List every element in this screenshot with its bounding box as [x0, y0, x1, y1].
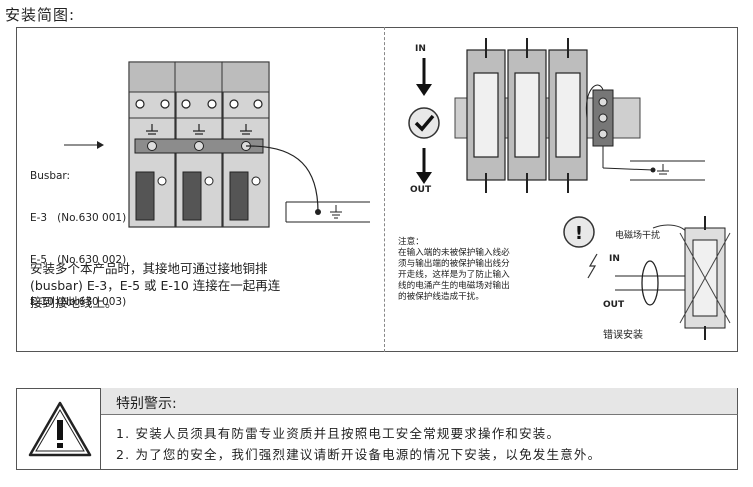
- page-title: 安装简图:: [5, 6, 76, 24]
- busbar-description: 安装多个本产品时，其接地可通过接地铜排 (busbar) E-3，E-5 或 E…: [30, 260, 330, 311]
- note-line: 线的电涌产生的电磁场对输出: [398, 281, 510, 291]
- note-line: 开走线，这样是为了防止输入: [398, 270, 510, 280]
- busbar-device-drawing: [64, 61, 370, 228]
- attention-icon: [563, 216, 595, 248]
- wrong-install-label: 错误安装: [603, 330, 643, 341]
- busbar-item: E-10 (No.630 003): [30, 296, 127, 308]
- note-line: 的被保护线造成干扰。: [398, 292, 484, 302]
- wrong-in-label: IN: [609, 254, 620, 264]
- busbar-item: E-5 (No.630 002): [30, 254, 127, 266]
- in-label: IN: [415, 44, 426, 54]
- warning-separator: [100, 388, 101, 470]
- wrong-out-label: OUT: [603, 300, 625, 310]
- busbar-label: Busbar:: [30, 170, 71, 182]
- warning-line: 2. 为了您的安全，我们强烈建议请断开设备电源的情况下安装，以免发生意外。: [116, 447, 602, 462]
- busbar-item: E-3 (No.630 001): [30, 212, 127, 224]
- warning-triangle-icon: [28, 401, 92, 457]
- installation-diagram-panel: [16, 27, 738, 352]
- svg-text:!: !: [575, 223, 583, 244]
- note-line: 在输入端的未被保护输入线必: [398, 248, 510, 258]
- note-text: 注意： 在输入端的未被保护输入线必 须与输出端的被保护输出线分 开走线，这样是为…: [398, 237, 558, 303]
- busbar-labels: Busbar: E-3 (No.630 001) E-5 (No.630 002…: [30, 141, 126, 323]
- warning-title: 特别警示:: [116, 396, 177, 412]
- description-line: 接到接地线上。: [30, 295, 118, 310]
- check-icon: [408, 107, 440, 139]
- warning-lines: 1. 安装人员须具有防雷专业资质并且按照电工安全常规要求操作和安装。 2. 为了…: [116, 423, 601, 465]
- description-line: 安装多个本产品时，其接地可通过接地铜排: [30, 261, 268, 276]
- description-line: (busbar) E-3，E-5 或 E-10 连接在一起再连: [30, 278, 281, 293]
- warning-header: [100, 388, 738, 415]
- warning-line: 1. 安装人员须具有防雷专业资质并且按照电工安全常规要求操作和安装。: [116, 426, 561, 441]
- note-line: 须与输出端的被保护输出线分: [398, 259, 510, 269]
- panel-divider: [384, 27, 385, 352]
- note-line: 注意：: [398, 237, 424, 247]
- emf-label: 电磁场干扰: [615, 231, 661, 241]
- out-label: OUT: [410, 185, 432, 195]
- wiring-diagram: !: [408, 38, 731, 340]
